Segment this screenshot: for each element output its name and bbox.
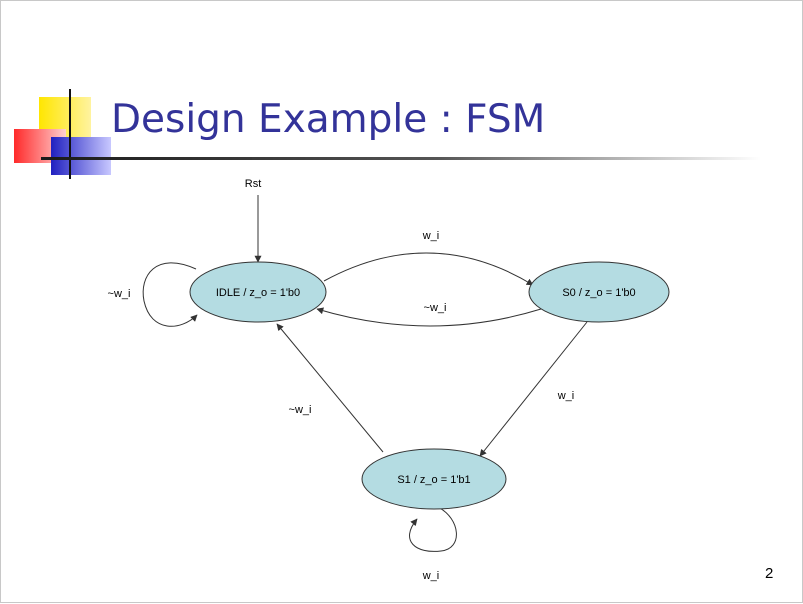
edge-s1-to-idle	[276, 323, 384, 453]
reset-label: Rst	[245, 178, 262, 190]
edge-idle-self-loop	[142, 262, 198, 327]
edge-idle-to-s0	[323, 252, 534, 286]
edge-s0-to-s1-label: w_i	[557, 390, 575, 402]
title-underline	[41, 157, 761, 160]
logo-blue-square	[51, 137, 111, 175]
state-s1: S1 / z_o = 1'b1	[361, 448, 507, 510]
state-s1-label: S1 / z_o = 1'b1	[397, 474, 470, 486]
edge-s0-to-s1	[479, 321, 588, 457]
edge-s0-to-idle	[316, 307, 542, 327]
slide-title: Design Example : FSM	[111, 97, 546, 142]
edge-idle-self-label: ~w_i	[108, 288, 131, 300]
page-number: 2	[765, 565, 774, 582]
state-idle-label: IDLE / z_o = 1'b0	[216, 287, 300, 299]
edge-idle-to-s0-label: w_i	[422, 230, 440, 242]
edge-s1-to-idle-label: ~w_i	[289, 404, 312, 416]
edge-s0-to-idle-label: ~w_i	[424, 302, 447, 314]
edge-s1-self-loop	[409, 506, 457, 552]
state-s0: S0 / z_o = 1'b0	[528, 261, 670, 323]
state-idle: IDLE / z_o = 1'b0	[189, 261, 327, 323]
edge-s1-self-label: w_i	[422, 570, 440, 582]
state-s0-label: S0 / z_o = 1'b0	[562, 287, 635, 299]
